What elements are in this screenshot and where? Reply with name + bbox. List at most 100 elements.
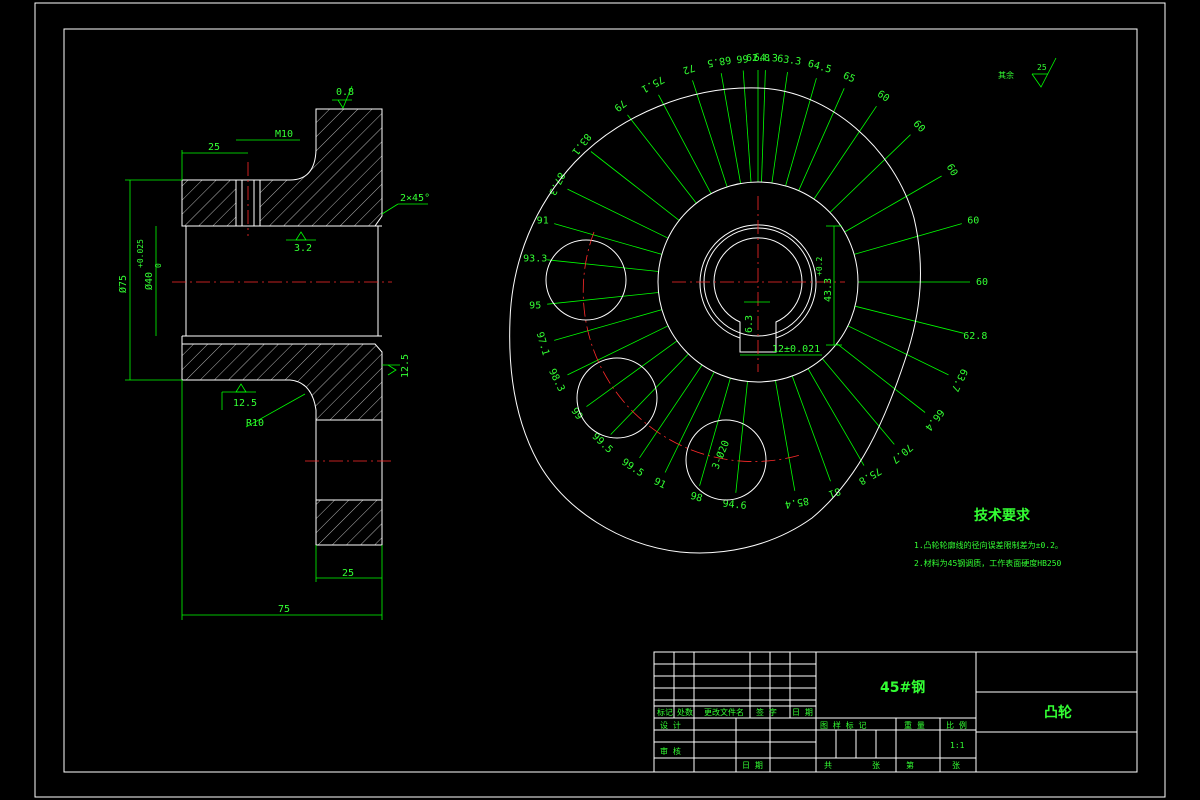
section-lower-body <box>181 343 383 421</box>
cam-radius-label: 65 <box>841 70 856 85</box>
cam-radius-label: 60 <box>911 119 927 135</box>
tb-design-label-1: 审 核 <box>660 746 681 756</box>
tb-stage-label-0: 图 样 标 记 <box>820 720 866 730</box>
cam-radius-label: 93.3 <box>523 254 547 265</box>
cam-radius-label: 83.1 <box>569 131 593 157</box>
cam-radius-line <box>785 78 817 187</box>
tb-sheet-label-1: 张 <box>872 761 880 770</box>
cam-hole-2 <box>576 357 658 439</box>
cam-radius-line <box>761 70 766 183</box>
cam-hub-circle <box>657 181 859 383</box>
cam-radius-label: 75.1 <box>639 73 665 94</box>
tb-row-label-2: 更改文件名 <box>704 707 744 717</box>
dim-rough-face: 12.5 <box>400 354 411 378</box>
cam-radius-line <box>844 175 942 233</box>
cam-radius-line <box>735 381 748 493</box>
cam-radius-label: 94.6 <box>722 499 747 512</box>
cam-radius-label: 98.3 <box>546 367 566 393</box>
dim-keyway-offset: 6.3 <box>744 315 755 333</box>
cam-radius-label: 63.7 <box>949 367 969 393</box>
cam-radius-line <box>567 325 669 376</box>
cam-radius-label: 62.8 <box>746 53 770 64</box>
cam-radius-label: 70.7 <box>889 441 915 465</box>
cam-radius-line <box>829 134 911 213</box>
cam-radius-label: 60 <box>875 89 891 105</box>
tb-design-label-0: 设 计 <box>660 720 681 730</box>
cam-radius-line <box>590 151 680 221</box>
cam-radius-label: 63.3 <box>776 54 801 68</box>
dim-flange-width: 25 <box>342 568 354 579</box>
cam-radius-line <box>639 364 703 459</box>
cam-radius-line <box>821 358 895 445</box>
tb-row-label-4: 日 期 <box>792 708 813 717</box>
cam-radius-label: 60 <box>944 162 960 178</box>
title-block: 45#钢 凸轮 标记 处数 更改文件名 签 字 日 期 设 计 审 核 日 期 … <box>653 651 1138 773</box>
cam-radius-label: 75.8 <box>857 465 883 487</box>
tech-req-item-1: 1.凸轮轮廓线的径向误差限制差为±0.2。 <box>914 540 1063 550</box>
cam-hole-1 <box>545 239 627 321</box>
dim-chamfer: 2×45° <box>400 193 430 204</box>
cam-radius-label: 87.3 <box>546 170 566 196</box>
cam-profile <box>509 87 921 554</box>
cam-radius-line <box>853 223 962 255</box>
dim-total-length: 75 <box>278 604 290 615</box>
cam-bore-keyway <box>699 224 817 339</box>
tb-sheet-label-3: 张 <box>952 761 960 770</box>
cam-radius-label: 64.5 <box>806 59 832 76</box>
tb-row-label-3: 签 字 <box>756 707 777 717</box>
cam-radius-line <box>798 88 845 191</box>
inner-border <box>63 28 1138 773</box>
cam-radius-label: 64.3 <box>754 53 778 65</box>
cam-radius-line <box>791 375 831 482</box>
cam-radius-label: 91 <box>537 215 549 226</box>
cam-radius-line <box>699 377 731 486</box>
surface-roughness-note: 其余 25 <box>998 57 1057 88</box>
cam-radius-line <box>775 380 796 491</box>
dim-rough-bore: 3.2 <box>294 243 312 254</box>
cam-radius-line <box>664 371 715 473</box>
cam-radius-line <box>807 368 865 466</box>
title-part-name: 凸轮 <box>1044 704 1072 721</box>
tech-req-item-2: 2.材料为45钢调质，工作表面硬度HB250 <box>914 558 1062 568</box>
cam-radius-line <box>627 114 697 204</box>
cam-radius-label: 98 <box>689 491 704 505</box>
cam-radius-label: 62.8 <box>963 331 987 342</box>
dim-bore-tol: +0.025 <box>136 239 145 268</box>
tb-row-label-0: 标记 <box>657 707 673 717</box>
cam-radius-label: 91 <box>652 476 668 491</box>
tb-sheet-label-2: 第 <box>906 760 914 770</box>
tb-scale: 1:1 <box>950 741 965 750</box>
section-upper-body <box>181 108 383 227</box>
cam-radius-line <box>847 325 949 376</box>
cam-radius-label: 60 <box>967 215 979 226</box>
dim-top-tol: 0.8 <box>336 87 354 98</box>
cam-radius-line <box>554 309 663 341</box>
cam-radius-line <box>854 305 964 334</box>
dim-thread: M10 <box>275 129 293 140</box>
dim-bore-tol-low: 0 <box>154 263 163 268</box>
cam-radius-line <box>547 259 659 272</box>
dim-outer-dia: Ø75 <box>117 275 129 293</box>
dim-hub-width: 25 <box>208 142 220 153</box>
dim-keyway-height: 43.3 <box>823 278 834 302</box>
cam-radius-label: 81 <box>827 485 842 499</box>
cam-radius-label: 68.5 <box>706 53 732 68</box>
cam-radius-line <box>836 343 926 413</box>
cam-radius-label: 66 <box>736 52 749 64</box>
cam-radius-label: 79 <box>612 97 628 113</box>
cam-radius-label: 72 <box>681 61 696 75</box>
surface-note-label: 其余 <box>998 70 1014 80</box>
title-material: 45#钢 <box>880 679 925 696</box>
tb-sheet-label-0: 共 <box>824 761 832 770</box>
cam-radius-label: 99 <box>568 406 584 422</box>
dim-fillet: R10 <box>246 418 264 429</box>
cam-radius-label: 95 <box>529 300 541 311</box>
cam-radius-line <box>586 340 678 407</box>
cam-radius-label: 97.1 <box>534 331 551 357</box>
cam-radius-label: 66.4 <box>922 407 946 433</box>
section-flange-bottom <box>315 499 383 546</box>
section-view: 0.8 M10 25 2×45° 3.2 Ø75 Ø40 +0.025 <box>117 85 430 620</box>
cam-hole-3 <box>685 419 767 501</box>
